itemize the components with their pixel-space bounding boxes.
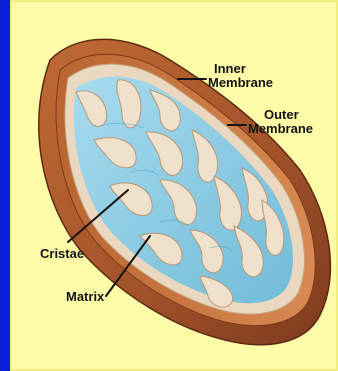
matrix-label-text: Matrix	[66, 290, 104, 304]
outer-membrane-label-line1: Outer	[264, 108, 313, 122]
outer-membrane-label: Outer Membrane	[248, 108, 313, 136]
mitochondrion-diagram	[10, 0, 338, 371]
inner-membrane-label: Inner Membrane	[208, 62, 273, 90]
cristae-label: Cristae	[40, 247, 84, 261]
inner-membrane-label-line2: Membrane	[208, 76, 273, 90]
outer-membrane-label-line2: Membrane	[248, 122, 313, 136]
diagram-frame: Inner Membrane Outer Membrane Cristae Ma…	[10, 0, 338, 371]
inner-membrane-label-line1: Inner	[214, 62, 273, 76]
matrix-label: Matrix	[66, 290, 104, 304]
cristae-label-text: Cristae	[40, 247, 84, 261]
